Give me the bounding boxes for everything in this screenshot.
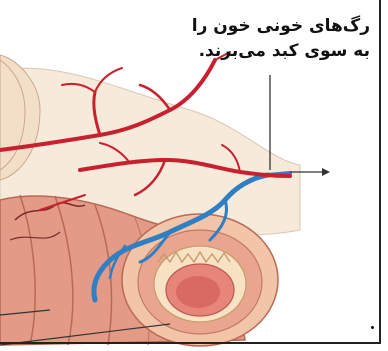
caption-line-1: رگ‌های خونی خون را [140, 14, 370, 39]
caption-line-2: به سوی کبد می‌برند. [140, 39, 370, 64]
corner-dot [371, 326, 374, 329]
arrow-head-icon [322, 168, 330, 176]
caption-text: رگ‌های خونی خون را به سوی کبد می‌برند. [140, 14, 370, 64]
